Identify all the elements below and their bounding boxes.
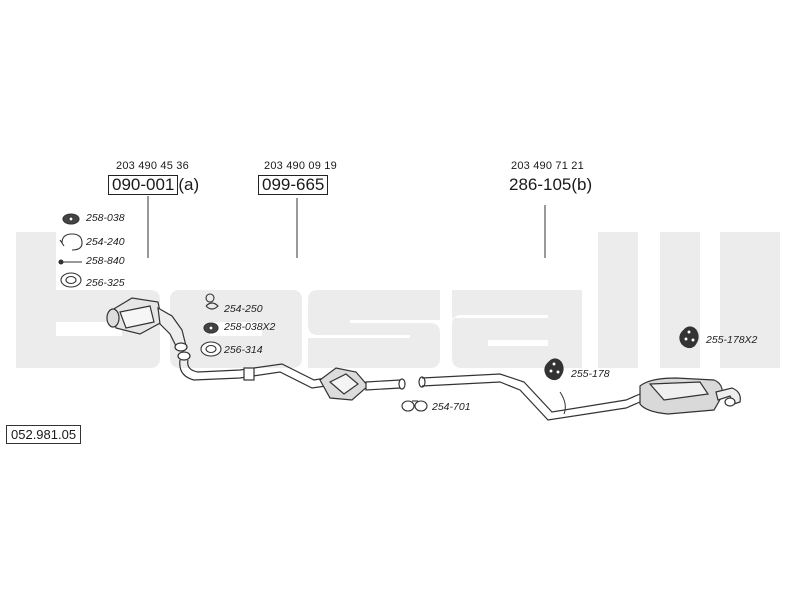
gasket-ring-icon (200, 341, 222, 357)
clamp-icon (59, 233, 83, 251)
bolt-icon (58, 259, 82, 265)
oe-number-1: 203 490 45 36 (116, 160, 189, 172)
fitting-code: 256-314 (224, 344, 263, 356)
front-pipe (177, 351, 327, 389)
rear-pipe (418, 373, 641, 421)
part-number-group-2: 099-665 (258, 175, 329, 195)
gasket-ring-icon (60, 272, 82, 288)
part-number-3: 286-105 (509, 175, 572, 194)
fitting-code: 254-250 (224, 303, 263, 315)
front-catalytic-converter (106, 297, 188, 352)
fitting-code: 255-178 (571, 368, 610, 380)
middle-catalytic-converter (319, 367, 406, 401)
fitting-code: 258-840 (86, 255, 125, 267)
fitting-code: 258-038X2 (224, 321, 276, 333)
part-number-group-3: 286-105(b) (509, 175, 592, 195)
part-number-1: 090-001 (108, 175, 179, 195)
part-number-group-1: 090-001(a) (108, 175, 199, 195)
rubber-hanger-icon (62, 213, 80, 225)
fitting-code: 258-038 (86, 212, 125, 224)
rear-silencer (639, 377, 741, 415)
part-suffix-3: (b) (571, 175, 593, 194)
oe-number-3: 203 490 71 21 (511, 160, 584, 172)
part-suffix-1: (a) (178, 175, 200, 194)
fitting-code: 255-178X2 (706, 334, 758, 346)
pipe-clamp-icon (401, 400, 428, 412)
fitting-code: 254-240 (86, 236, 125, 248)
diagram-reference: 052.981.05 (6, 425, 82, 444)
spring-clamp-icon (205, 293, 219, 310)
oe-number-2: 203 490 09 19 (264, 160, 337, 172)
fitting-code: 254-701 (432, 401, 471, 413)
rubber-mount-icon (544, 358, 564, 381)
rubber-hanger-icon (203, 322, 219, 334)
part-number-2: 099-665 (258, 175, 329, 195)
rubber-mount-icon (679, 326, 699, 349)
fitting-code: 256-325 (86, 277, 125, 289)
